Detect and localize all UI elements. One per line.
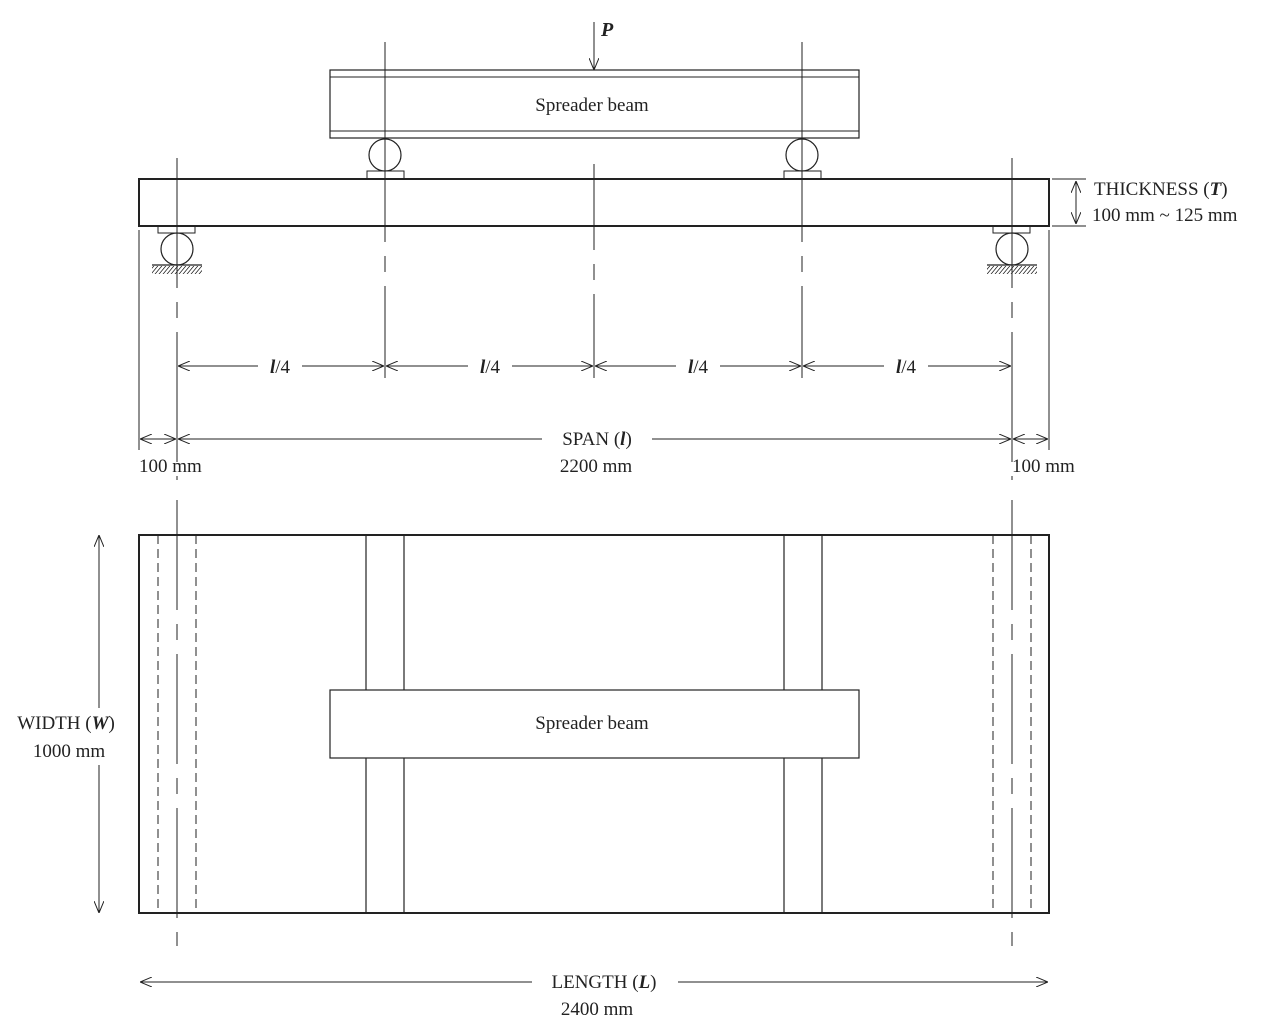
thickness-label: THICKNESS (T) xyxy=(1094,179,1228,200)
elevation-view: P Spreader beam xyxy=(138,19,1238,480)
overhang-left-value: 100 mm xyxy=(139,456,202,477)
slab-plan xyxy=(138,534,1050,914)
quarter-span-dimensions: l/4 l/4 l/4 l/4 xyxy=(178,357,1011,378)
quarter-label-2: l/4 xyxy=(480,357,501,378)
overhang-right-value: 100 mm xyxy=(1012,456,1075,477)
width-label: WIDTH (W) xyxy=(17,713,115,734)
length-label: LENGTH (L) xyxy=(552,972,657,993)
length-dimension: LENGTH (L) 2400 mm xyxy=(140,972,1048,1020)
quarter-label-3: l/4 xyxy=(688,357,709,378)
quarter-label-1: l/4 xyxy=(270,357,291,378)
spreader-beam-plan-label: Spreader beam xyxy=(535,713,649,734)
support-strip-left xyxy=(157,500,197,946)
span-value: 2200 mm xyxy=(560,456,633,477)
spreader-beam-label: Spreader beam xyxy=(535,95,649,116)
support-strip-right xyxy=(992,500,1032,946)
load-symbol: P xyxy=(600,19,614,41)
spreader-beam-plan: Spreader beam xyxy=(329,689,860,759)
span-label: SPAN (l) xyxy=(562,429,632,450)
quarter-label-4: l/4 xyxy=(896,357,917,378)
thickness-value: 100 mm ~ 125 mm xyxy=(1092,205,1238,226)
thickness-dimension: THICKNESS (T) 100 mm ~ 125 mm xyxy=(1052,178,1238,227)
width-dimension: WIDTH (W) 1000 mm xyxy=(17,535,115,913)
span-dimension: SPAN (l) 2200 mm 100 mm 100 mm xyxy=(139,429,1075,477)
load-arrow: P xyxy=(594,19,614,70)
spreader-beam-elevation: Spreader beam xyxy=(329,69,860,139)
length-value: 2400 mm xyxy=(561,999,634,1020)
plan-view: Spreader beam WIDTH (W) 1000 mm LENGTH (… xyxy=(17,500,1050,1020)
centerlines xyxy=(138,42,1050,480)
width-value: 1000 mm xyxy=(33,741,106,762)
